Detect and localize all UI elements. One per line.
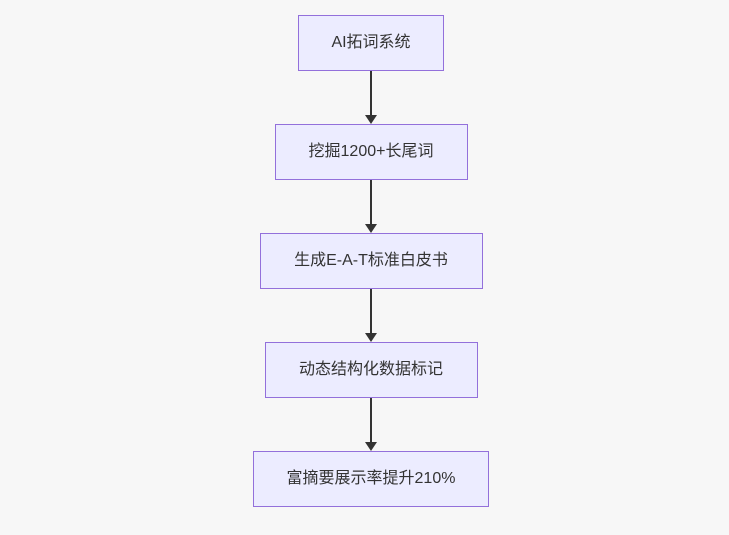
flow-node-structured-data: 动态结构化数据标记	[264, 342, 478, 398]
flow-step: 富摘要展示率提升210%	[253, 451, 489, 507]
flow-edge	[364, 180, 378, 233]
flow-edge	[364, 398, 378, 451]
flow-step: 动态结构化数据标记	[264, 342, 478, 451]
edge-line	[370, 398, 372, 443]
flow-node-label: 动态结构化数据标记	[298, 361, 443, 378]
flow-node-eat-whitepaper: 生成E-A-T标准白皮书	[259, 233, 483, 289]
flow-edge	[364, 289, 378, 342]
arrow-down-icon	[365, 115, 377, 124]
flow-step: AI拓词系统	[298, 15, 444, 124]
edge-line	[370, 71, 372, 116]
flow-node-rich-snippet-result: 富摘要展示率提升210%	[253, 451, 489, 507]
arrow-down-icon	[365, 224, 377, 233]
flow-node-label: 生成E-A-T标准白皮书	[294, 252, 448, 269]
arrow-down-icon	[365, 333, 377, 342]
flow-node-label: AI拓词系统	[331, 34, 411, 51]
arrow-down-icon	[365, 442, 377, 451]
flow-step: 生成E-A-T标准白皮书	[259, 233, 483, 342]
flow-node-label: 挖掘1200+长尾词	[308, 143, 434, 160]
flow-node-ai-keyword-system: AI拓词系统	[298, 15, 444, 71]
edge-line	[370, 289, 372, 334]
flow-node-longtail-mining: 挖掘1200+长尾词	[274, 124, 468, 180]
flow-edge	[364, 71, 378, 124]
flowchart-column: AI拓词系统 挖掘1200+长尾词 生成E-A-T标准白皮书 动态结构化数据标记	[0, 15, 729, 507]
flow-step: 挖掘1200+长尾词	[274, 124, 468, 233]
edge-line	[370, 180, 372, 225]
flow-node-label: 富摘要展示率提升210%	[286, 470, 456, 487]
